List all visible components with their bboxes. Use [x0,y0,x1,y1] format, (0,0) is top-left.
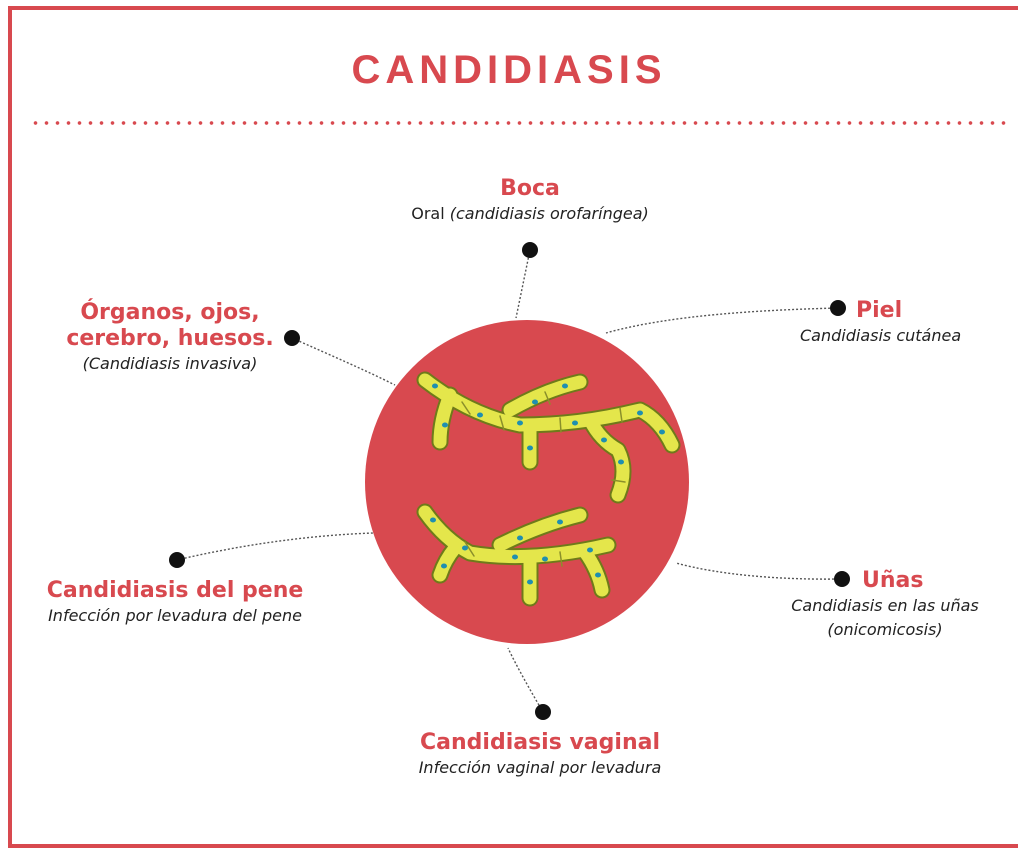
outer-frame [8,6,1018,848]
dot-unas [834,571,850,587]
page-title: CANDIDIASIS [351,48,667,92]
connector-vaginal [507,647,544,713]
dot-vaginal [535,704,551,720]
label-piel: Piel Candidiasis cutánea [790,298,970,348]
dot-boca [522,242,538,258]
label-unas: Uñas Candidiasis en las uñas (onicomicos… [770,568,1000,642]
organos-title-line1: Órganos, ojos, [80,300,260,325]
label-organos: Órganos, ojos, cerebro, huesos. (Candidi… [50,300,290,376]
label-pene: Candidiasis del pene Infección por levad… [30,578,320,628]
unas-subtitle-line2: (onicomicosis) [827,620,943,639]
organos-subtitle: (Candidiasis invasiva) [82,354,258,373]
boca-title: Boca [500,176,560,201]
vaginal-title: Candidiasis vaginal [420,730,660,755]
boca-subtitle-plain: Oral [411,204,450,223]
piel-title: Piel [856,298,903,323]
boca-subtitle: Oral (candidiasis orofaríngea) [380,202,680,226]
connector-unas [675,562,843,580]
dot-pene [169,552,185,568]
pene-subtitle: Infección por levadura del pene [48,606,302,625]
candida-hyphae-illustration [416,371,681,607]
pene-title: Candidiasis del pene [46,578,304,603]
connector-pene [176,532,375,561]
dot-organos [284,330,300,346]
label-boca: Boca Oral (candidiasis orofaríngea) [380,176,680,226]
vaginal-subtitle: Infección vaginal por levadura [418,758,662,777]
unas-subtitle-line1: Candidiasis en las uñas [791,596,979,615]
connector-piel [605,307,839,334]
connector-boca [515,249,531,319]
organos-title-line2: cerebro, huesos. [66,326,274,351]
label-vaginal: Candidiasis vaginal Infección vaginal po… [380,730,700,780]
connector-organos [291,337,396,386]
boca-subtitle-italic: (candidiasis orofaríngea) [449,204,649,223]
dot-piel [830,300,846,316]
unas-title: Uñas [862,568,924,593]
piel-subtitle: Candidiasis cutánea [800,326,962,345]
dotted-divider [30,120,1010,126]
